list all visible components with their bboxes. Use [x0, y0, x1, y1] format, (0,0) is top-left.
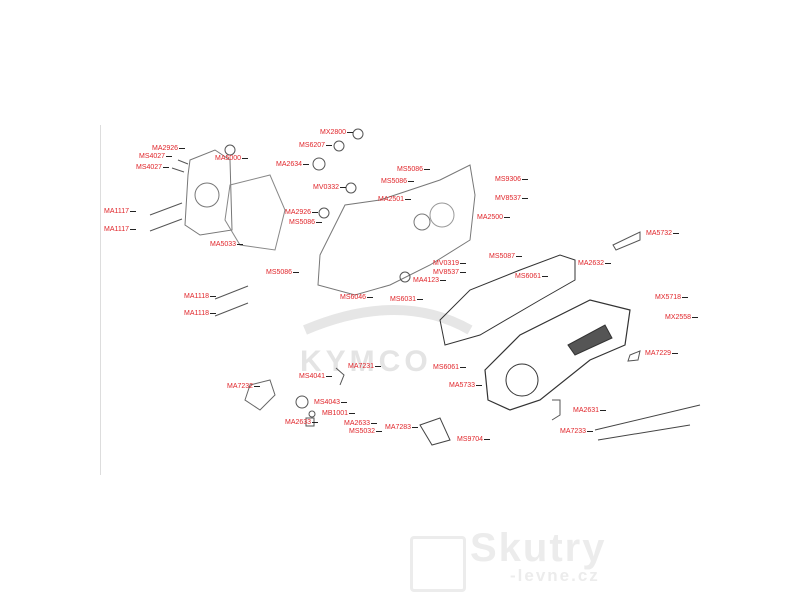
logo-sub-text: -levne.cz [510, 566, 600, 585]
part-label-ma7232[interactable]: MA7232 [227, 383, 260, 391]
part-label-ma7229[interactable]: MA7229 [645, 350, 678, 358]
part-label-ma2500[interactable]: MA2500 [477, 214, 510, 222]
part-label-ms9306[interactable]: MS9306 [495, 176, 528, 184]
frame-border [100, 125, 101, 475]
part-label-ms9704[interactable]: MS9704 [457, 436, 490, 444]
part-label-ms5086[interactable]: MS5086 [397, 166, 430, 174]
logo-main-text: Skutry [470, 526, 607, 570]
part-label-ma7233[interactable]: MA7233 [560, 428, 593, 436]
part-label-ma2633[interactable]: MA2633 [285, 419, 318, 427]
part-label-mb1001[interactable]: MB1001 [322, 410, 355, 418]
part-label-ma2926[interactable]: MA2926 [285, 209, 318, 217]
left-gasket [224, 174, 286, 251]
part-label-ma5000[interactable]: MA5000 [215, 155, 248, 163]
left-crankcase [184, 149, 233, 236]
part-label-ms6061[interactable]: MS6061 [433, 364, 466, 372]
part-label-ms6046[interactable]: MS6046 [340, 294, 373, 302]
watermark-arc [303, 305, 473, 335]
part-label-ma4123[interactable]: MA4123 [413, 277, 446, 285]
part-label-ms4041[interactable]: MS4041 [299, 373, 332, 381]
part-label-mv8537[interactable]: MV8537 [433, 269, 466, 277]
skutry-logo: Skutry -levne.cz [410, 526, 695, 592]
part-label-ms5086[interactable]: MS5086 [266, 269, 299, 277]
part-label-ma2633[interactable]: MA2633 [344, 420, 377, 428]
part-label-ms6207[interactable]: MS6207 [299, 142, 332, 150]
part-label-ms4027[interactable]: MS4027 [136, 164, 169, 172]
part-label-ma2926[interactable]: MA2926 [152, 145, 185, 153]
part-label-ms6061[interactable]: MS6061 [515, 273, 548, 281]
part-label-ms5087[interactable]: MS5087 [489, 253, 522, 261]
part-label-mx5718[interactable]: MX5718 [655, 294, 688, 302]
part-label-ms4027[interactable]: MS4027 [139, 153, 172, 161]
part-label-ma2632[interactable]: MA2632 [578, 260, 611, 268]
part-label-mv8537[interactable]: MV8537 [495, 195, 528, 203]
part-label-ma7231[interactable]: MA7231 [348, 363, 381, 371]
part-label-ma1117[interactable]: MA1117 [104, 208, 136, 216]
part-label-ma2631[interactable]: MA2631 [573, 407, 606, 415]
part-label-ma2634[interactable]: MA2634 [276, 161, 309, 169]
part-label-ma5033[interactable]: MA5033 [210, 241, 243, 249]
part-label-ms4043[interactable]: MS4043 [314, 399, 347, 407]
part-label-ms5086[interactable]: MS5086 [381, 178, 414, 186]
part-label-mv0319[interactable]: MV0319 [433, 260, 466, 268]
part-label-ma7283[interactable]: MA7283 [385, 424, 418, 432]
part-label-ma5733[interactable]: MA5733 [449, 382, 482, 390]
part-label-ma5732[interactable]: MA5732 [646, 230, 679, 238]
part-label-ms6031[interactable]: MS6031 [390, 296, 423, 304]
part-label-ma1118[interactable]: MA1118 [184, 293, 216, 301]
transmission-cover [484, 299, 631, 411]
part-label-ms5032[interactable]: MS5032 [349, 428, 382, 436]
part-label-mx2558[interactable]: MX2558 [665, 314, 698, 322]
part-label-mx2800[interactable]: MX2800 [320, 129, 353, 137]
part-label-ma1118[interactable]: MA1118 [184, 310, 216, 318]
part-label-ma1117[interactable]: MA1117 [104, 226, 136, 234]
cover-gasket [439, 254, 576, 346]
scooter-icon [410, 536, 466, 592]
part-label-mv0332[interactable]: MV0332 [313, 184, 346, 192]
part-label-ms5086[interactable]: MS5086 [289, 219, 322, 227]
part-label-ma2501[interactable]: MA2501 [378, 196, 411, 204]
